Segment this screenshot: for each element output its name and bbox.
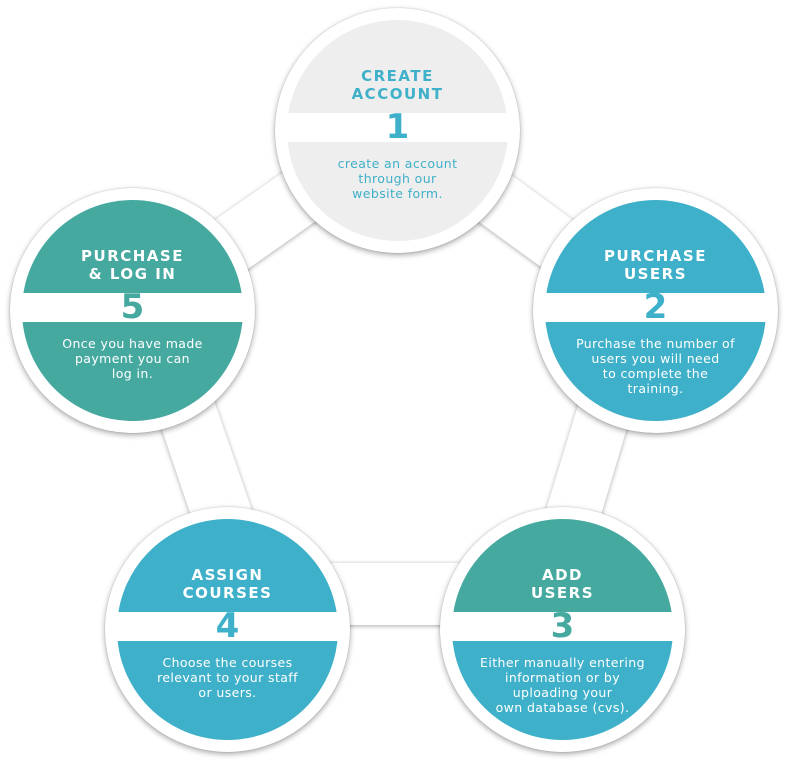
step-title: ASSIGN COURSES <box>182 565 273 602</box>
step-title: PURCHASE USERS <box>604 246 707 283</box>
step-header: PURCHASE USERS <box>545 200 766 293</box>
step-header: ASSIGN COURSES <box>117 519 338 612</box>
step-disk: ASSIGN COURSES 4 Choose the courses rele… <box>117 519 338 740</box>
step-description: Either manually entering information or … <box>480 654 645 715</box>
step-disk: PURCHASE & LOG IN 5 Once you have made p… <box>22 200 243 421</box>
step-number: 2 <box>643 287 668 328</box>
connector-ring <box>115 92 668 625</box>
step-number-band: 3 <box>452 606 673 647</box>
step-number-band: 1 <box>287 107 508 148</box>
step-purchase-login: PURCHASE & LOG IN 5 Once you have made p… <box>10 188 255 433</box>
step-title: PURCHASE & LOG IN <box>81 246 184 283</box>
step-number: 3 <box>550 606 575 647</box>
step-header: CREATE ACCOUNT <box>287 20 508 113</box>
step-purchase-users: PURCHASE USERS 2 Purchase the number of … <box>533 188 778 433</box>
step-description: Once you have made payment you can log i… <box>62 335 203 381</box>
step-create-account: CREATE ACCOUNT 1 create an account throu… <box>275 8 520 253</box>
step-disk: PURCHASE USERS 2 Purchase the number of … <box>545 200 766 421</box>
step-number-band: 5 <box>22 287 243 328</box>
step-description: Purchase the number of users you will ne… <box>576 335 735 396</box>
step-body: Once you have made payment you can log i… <box>22 321 243 421</box>
step-body: create an account through our website fo… <box>287 141 508 241</box>
step-number: 4 <box>215 606 240 647</box>
step-header: ADD USERS <box>452 519 673 612</box>
step-header: PURCHASE & LOG IN <box>22 200 243 293</box>
step-number-band: 4 <box>117 606 338 647</box>
step-description: Choose the courses relevant to your staf… <box>157 654 298 700</box>
step-body: Either manually entering information or … <box>452 640 673 740</box>
step-number-band: 2 <box>545 287 766 328</box>
step-title: CREATE ACCOUNT <box>351 66 444 103</box>
step-add-users: ADD USERS 3 Either manually entering inf… <box>440 507 685 752</box>
step-assign-courses: ASSIGN COURSES 4 Choose the courses rele… <box>105 507 350 752</box>
step-description: create an account through our website fo… <box>337 155 458 201</box>
step-body: Purchase the number of users you will ne… <box>545 321 766 421</box>
step-number: 1 <box>385 107 410 148</box>
step-disk: CREATE ACCOUNT 1 create an account throu… <box>287 20 508 241</box>
step-number: 5 <box>120 287 145 328</box>
step-body: Choose the courses relevant to your staf… <box>117 640 338 740</box>
step-disk: ADD USERS 3 Either manually entering inf… <box>452 519 673 740</box>
step-title: ADD USERS <box>530 565 595 602</box>
